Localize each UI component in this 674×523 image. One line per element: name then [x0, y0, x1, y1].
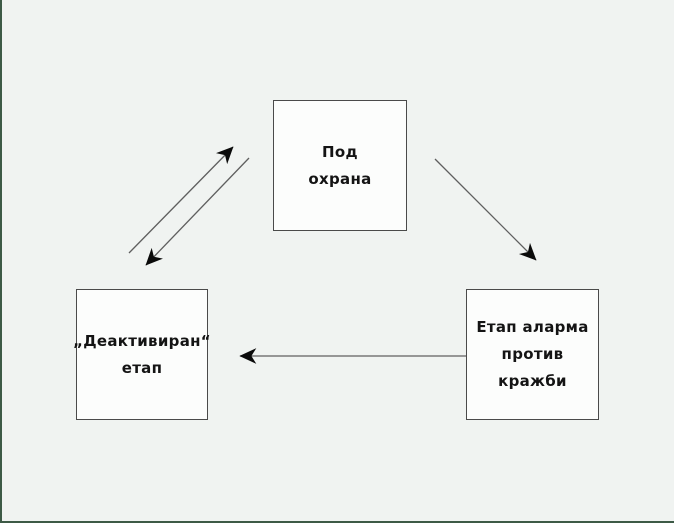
- state-box-deactivated: „Деактивиран“ етап: [73, 289, 211, 420]
- arrow-deactivated-to-armed: [128, 146, 234, 254]
- arrow-armed-to-alarm: [434, 158, 537, 261]
- arrow-armed-to-deactivated: [145, 157, 250, 266]
- state-box-armed: Под охрана: [273, 100, 407, 231]
- state-box-alarm: Етап аларма против кражби: [466, 289, 599, 420]
